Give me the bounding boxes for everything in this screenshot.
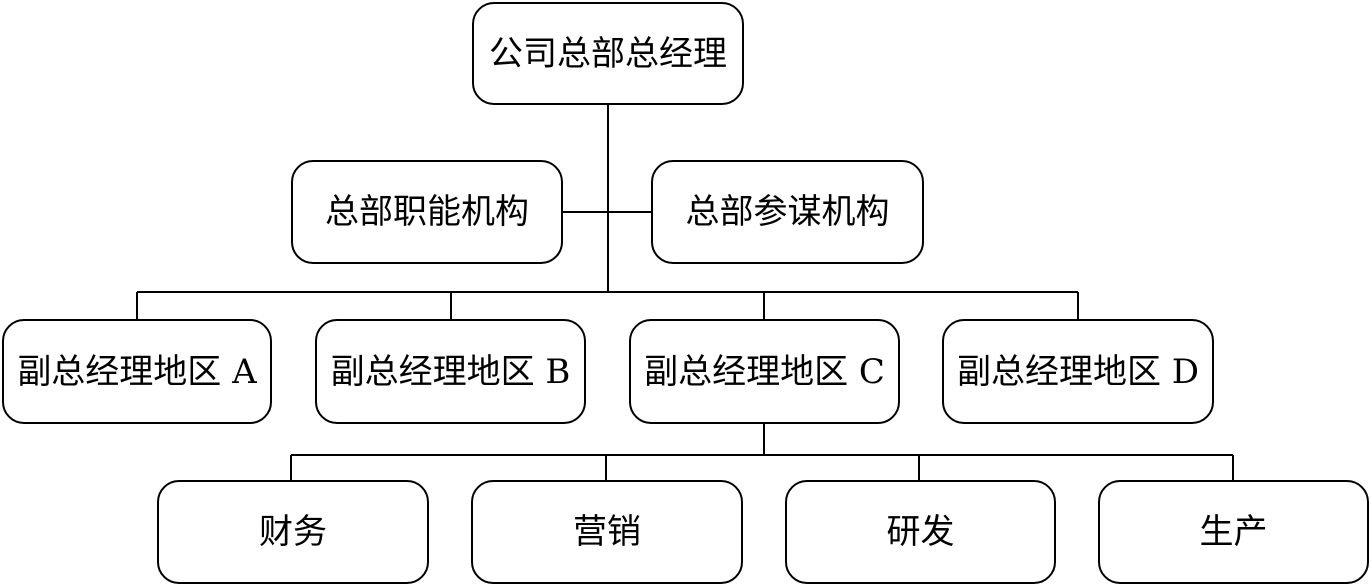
node-label: 研发 bbox=[886, 512, 955, 552]
node-label: 公司总部总经理 bbox=[489, 33, 727, 74]
node-label: 总部参谋机构 bbox=[685, 192, 890, 232]
node-label: 副总经理地区 D bbox=[956, 351, 1200, 392]
node-functional-department: 总部职能机构 bbox=[291, 160, 563, 264]
node-label: 副总经理地区 C bbox=[644, 351, 885, 392]
node-region-a: 副总经理地区 A bbox=[2, 319, 272, 424]
node-advisory-department: 总部参谋机构 bbox=[651, 160, 924, 264]
node-label: 营销 bbox=[573, 512, 641, 552]
node-label: 生产 bbox=[1199, 512, 1268, 552]
node-rnd: 研发 bbox=[785, 480, 1056, 584]
node-marketing: 营销 bbox=[471, 480, 743, 584]
node-production: 生产 bbox=[1098, 480, 1369, 584]
node-region-b: 副总经理地区 B bbox=[315, 319, 586, 424]
node-region-d: 副总经理地区 D bbox=[942, 319, 1214, 424]
node-region-c: 副总经理地区 C bbox=[629, 319, 900, 424]
node-label: 财务 bbox=[259, 512, 327, 552]
node-label: 副总经理地区 A bbox=[17, 351, 257, 392]
node-label: 总部职能机构 bbox=[325, 192, 529, 232]
node-label: 副总经理地区 B bbox=[330, 351, 571, 392]
node-general-manager: 公司总部总经理 bbox=[472, 2, 744, 105]
node-finance: 财务 bbox=[157, 480, 429, 584]
